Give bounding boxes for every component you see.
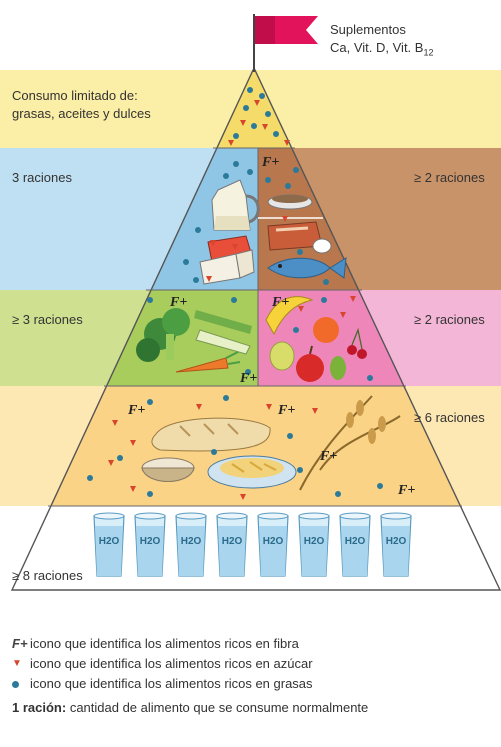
sugar-triangle-icon: ▼ (12, 656, 30, 672)
lime-icon (330, 356, 346, 380)
water-glass-label: H2O (222, 536, 243, 547)
water-left-label: ≥ 8 raciones (12, 568, 83, 584)
water-glass-icon: H2O (176, 513, 206, 576)
protein-right-label: ≥ 2 raciones (414, 170, 485, 186)
water-glass-icon: H2O (135, 513, 165, 576)
legend-serving: 1 ración: cantidad de alimento que se co… (12, 700, 368, 716)
legend-sugar-text: icono que identifica los alimentos ricos… (30, 656, 313, 672)
fat-dot-icon (12, 676, 30, 692)
fibre-marker: F+ (271, 295, 289, 310)
fibre-marker: F+ (319, 449, 337, 464)
water-glass-label: H2O (99, 536, 120, 547)
fibre-marker: F+ (239, 371, 257, 386)
water-glass-icon: H2O (340, 513, 370, 576)
pear-icon (270, 342, 294, 370)
legend-sugar: ▼ icono que identifica los alimentos ric… (12, 656, 313, 672)
legend-fibre-text: icono que identifica los alimentos ricos… (30, 636, 299, 652)
water-glass-label: H2O (263, 536, 284, 547)
water-glass-label: H2O (140, 536, 161, 547)
top-label-line1: Consumo limitado de: (12, 88, 138, 104)
fibre-marker: F+ (397, 483, 415, 498)
serving-term: 1 ración: (12, 700, 66, 716)
flag-icon (254, 14, 318, 72)
dairy-left-label: 3 raciones (12, 170, 72, 186)
water-glass-label: H2O (345, 536, 366, 547)
flag-subtitle: Ca, Vit. D, Vit. B12 (330, 40, 433, 61)
water-glass-icon: H2O (94, 513, 124, 576)
veg-left-label: ≥ 3 raciones (12, 312, 83, 328)
fruit-right-label: ≥ 2 raciones (414, 312, 485, 328)
fibre-marker: F+ (127, 403, 145, 418)
serving-definition: cantidad de alimento que se consume norm… (70, 700, 368, 716)
flag-title: Suplementos (330, 22, 406, 38)
pasta-plate-icon (208, 456, 296, 488)
water-glass-label: H2O (304, 536, 325, 547)
fibre-marker: F+ (169, 295, 187, 310)
top-label-line2: grasas, aceites y dulces (12, 106, 151, 122)
water-glass-label: H2O (181, 536, 202, 547)
water-glass-icon: H2O (299, 513, 329, 576)
legend-fat: icono que identifica los alimentos ricos… (12, 676, 313, 692)
fibre-symbol: F+ (12, 636, 30, 652)
legend-fat-text: icono que identifica los alimentos ricos… (30, 676, 313, 692)
orange-icon (313, 317, 339, 343)
water-glass-icon: H2O (381, 513, 411, 576)
water-glass-icon: H2O (217, 513, 247, 576)
egg-icon (313, 239, 331, 253)
legend-fibre: F+ icono que identifica los alimentos ri… (12, 636, 299, 652)
water-glass-icon: H2O (258, 513, 288, 576)
water-glass-label: H2O (386, 536, 407, 547)
nuts-bowl-icon (268, 195, 312, 209)
fibre-marker: F+ (261, 155, 279, 170)
fibre-marker: F+ (277, 403, 295, 418)
grain-right-label: ≥ 6 raciones (414, 410, 485, 426)
